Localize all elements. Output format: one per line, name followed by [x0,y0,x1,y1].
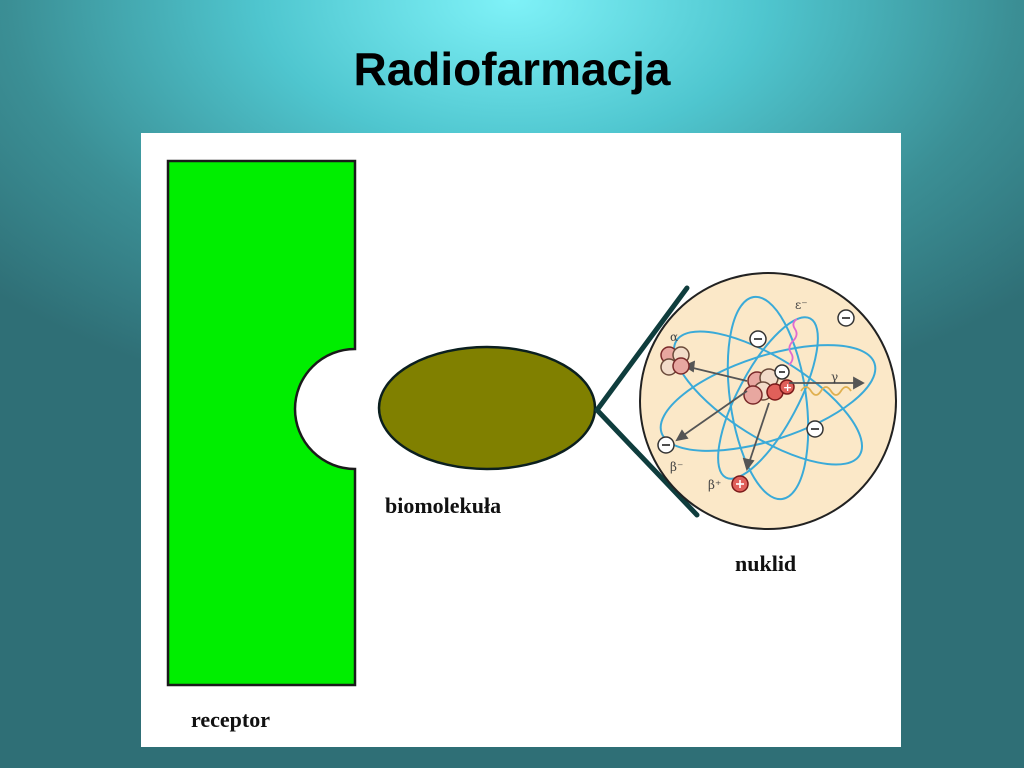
electron-capture-wave [788,318,798,366]
receptor-label: receptor [191,707,270,732]
electron-capture-symbol: ε⁻ [795,298,808,312]
beta-plus-symbol: β⁺ [708,478,721,492]
svg-text:+: + [783,381,792,394]
nuclide-atom: + [639,272,897,530]
radiopharmaceutical-diagram: receptor biomolekuła [166,159,897,732]
slide-title: Radiofarmacja [353,43,671,95]
linker-lines [594,285,700,518]
positron [731,475,749,493]
gamma-symbol: γ [831,370,838,384]
nuclide-label: nuklid [735,551,796,576]
gamma-wave [800,386,852,396]
alpha-symbol: α [670,330,678,344]
emission-arrows [675,360,865,471]
biomolecule-label: biomolekuła [385,493,501,518]
alpha-particle [660,346,690,376]
biomolecule-shape [377,345,597,471]
electron-signs [662,317,850,446]
diagram-panel: receptor biomolekuła [141,133,901,747]
receptor-shape [166,159,357,687]
beta-minus-symbol: β⁻ [670,460,683,474]
